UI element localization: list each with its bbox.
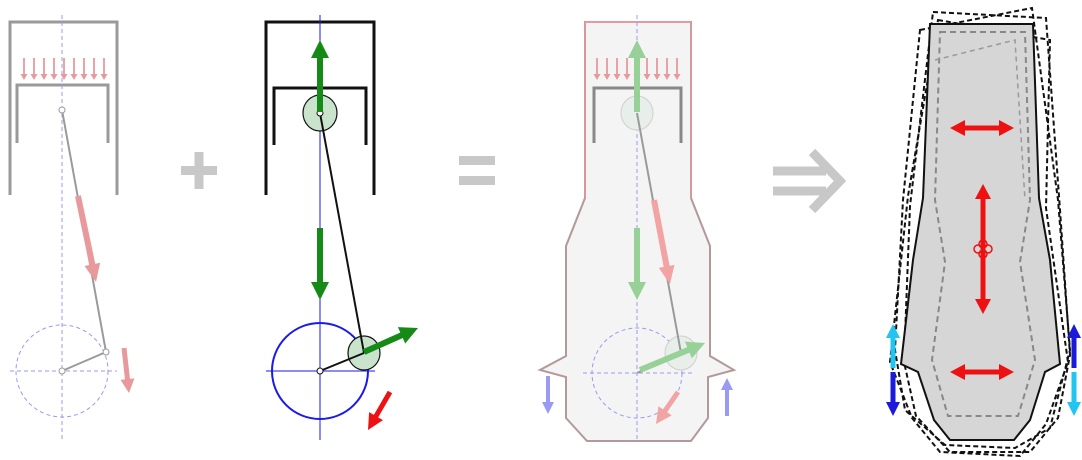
cylinder-walls <box>584 22 692 198</box>
pressure-arrow <box>653 58 661 80</box>
crank-center <box>316 367 324 375</box>
gas-pressure-arrows <box>20 58 108 80</box>
torque-reaction-arrow <box>656 390 681 424</box>
pressure-arrow <box>90 58 98 80</box>
rod-force-arrow <box>75 195 101 282</box>
torque-reaction-arrow <box>368 390 393 430</box>
lower-lateral-arrow-a <box>950 364 982 380</box>
cylinder-bore-outline <box>930 31 1037 417</box>
lower-lateral-arrow-b <box>982 364 1014 380</box>
cylinder-outline <box>8 20 119 195</box>
upper-lateral-arrow-b <box>982 120 1014 136</box>
upper-lateral-arrow-a <box>950 120 982 136</box>
connecting-rod <box>319 112 365 354</box>
pressure-arrow <box>593 58 601 80</box>
right-mount-up-arrow <box>1067 324 1081 368</box>
piston-reaction-arrow <box>311 40 329 112</box>
crank-pin <box>102 348 110 356</box>
wrist-pin <box>58 106 66 114</box>
panel-block-vibration-modes <box>886 6 1081 458</box>
main-bearing-arrow <box>311 228 329 300</box>
main-bearing-arrow <box>628 228 646 300</box>
pressure-arrow <box>613 58 621 80</box>
crank-arm <box>61 351 107 372</box>
crank-center <box>58 367 66 375</box>
left-mount-arrow <box>542 376 554 414</box>
implies-arrow-icon <box>773 148 847 214</box>
deformed-shape-3 <box>888 18 1070 458</box>
pressure-arrow <box>643 58 651 80</box>
pressure-arrow <box>673 58 681 80</box>
pressure-arrow <box>20 58 28 80</box>
crank-arm <box>319 352 365 372</box>
deformed-shape-2 <box>893 6 1072 450</box>
inner-deformed-line <box>934 39 1026 201</box>
pressure-arrow <box>100 58 108 80</box>
pressure-arrow <box>70 58 78 80</box>
vertical-arrow-b <box>975 249 991 314</box>
pressure-arrow <box>623 58 631 80</box>
right-mount-down-arrow <box>1067 372 1081 416</box>
panel-reaction-forces <box>264 15 418 440</box>
crank-pin-arrow <box>362 327 418 355</box>
left-mount-down-arrow <box>886 372 900 416</box>
crank-pin-arrow <box>638 341 705 373</box>
equals-operator-icon <box>459 156 495 185</box>
plus-operator-icon <box>181 152 217 189</box>
combined-arrows <box>542 40 733 424</box>
vertical-arrow-a <box>975 184 991 249</box>
pressure-arrow <box>50 58 58 80</box>
deformed-shape-1 <box>902 10 1072 453</box>
pressure-arrow <box>30 58 38 80</box>
crank-force-arrow <box>120 347 135 393</box>
rod-force-arrow <box>651 199 675 284</box>
vibration-arrows <box>886 120 1081 416</box>
panel-combined-engine-block <box>537 15 737 442</box>
pressure-arrow <box>60 58 68 80</box>
right-mount-arrow <box>721 378 733 416</box>
pressure-arrow <box>80 58 88 80</box>
panel-applied-loads <box>8 15 135 440</box>
load-arrows <box>75 195 135 393</box>
pressure-arrow <box>603 58 611 80</box>
reaction-arrows <box>311 40 418 430</box>
pressure-arrow <box>40 58 48 80</box>
piston-reaction-arrow <box>628 40 646 112</box>
pressure-arrow <box>663 58 671 80</box>
left-mount-up-arrow <box>886 324 900 368</box>
